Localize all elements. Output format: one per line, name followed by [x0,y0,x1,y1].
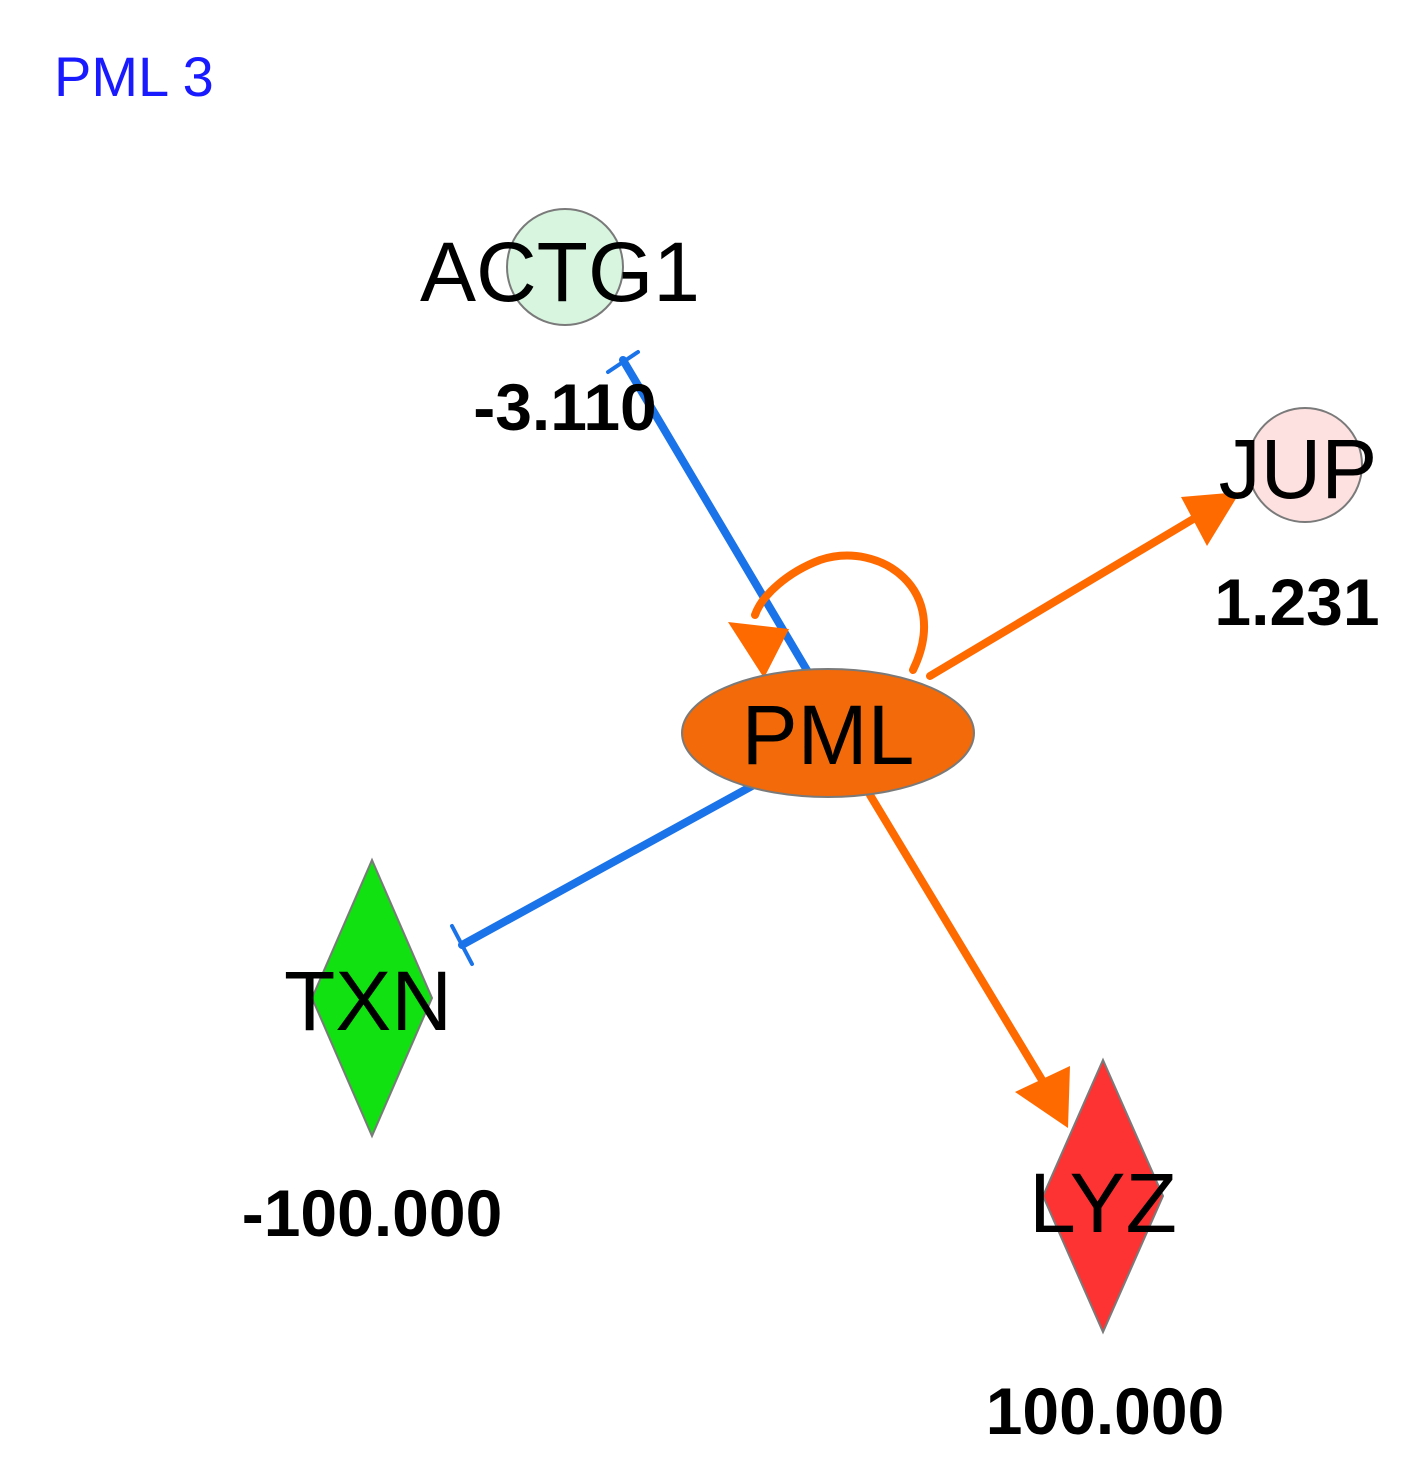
node-jup[interactable]: JUP 1.231 [1214,407,1380,639]
node-label-jup: JUP [1219,422,1378,516]
inhibition-edge-line [458,782,756,949]
arrowhead [728,622,789,678]
node-value-txn: -100.000 [242,1176,503,1250]
node-lyz[interactable]: LYZ 100.000 [986,1057,1225,1448]
node-value-jup: 1.231 [1214,565,1379,639]
nodes-layer: ACTG1 -3.110 JUP 1.231 TXN -100.000 LYZ … [242,208,1380,1448]
edge-pml-self-loop[interactable] [728,551,929,678]
edge-pml-lyz[interactable] [866,791,1070,1128]
inhibition-bar [450,924,474,966]
node-actg1[interactable]: ACTG1 -3.110 [420,208,700,444]
edge-pml-txn[interactable] [450,782,756,966]
node-label-lyz: LYZ [1029,1156,1177,1250]
circle-node-shape [506,208,624,326]
node-label-txn: TXN [284,954,452,1048]
node-txn[interactable]: TXN -100.000 [242,857,503,1250]
diamond-node-shape [1041,1057,1165,1335]
node-pml[interactable]: PML [681,668,975,798]
diamond-node-shape [310,857,434,1139]
arrowhead [1015,1066,1070,1128]
edges-layer [450,350,1240,1128]
arrowhead [1181,492,1240,546]
node-value-lyz: 100.000 [986,1374,1225,1448]
activation-edge-line [866,791,1046,1084]
activation-edge-line [926,511,1204,680]
inhibition-edge-line [619,356,812,676]
ellipse-node-shape [681,668,975,798]
edge-pml-jup[interactable] [926,492,1240,680]
edge-pml-actg1[interactable] [606,350,812,676]
network-title: PML 3 [54,45,214,108]
node-label-actg1: ACTG1 [420,225,700,319]
circle-node-shape [1247,407,1363,523]
node-value-actg1: -3.110 [473,370,657,444]
node-label-pml: PML [742,688,915,782]
inhibition-bar [606,350,640,374]
self-loop-edge-line [751,551,929,674]
